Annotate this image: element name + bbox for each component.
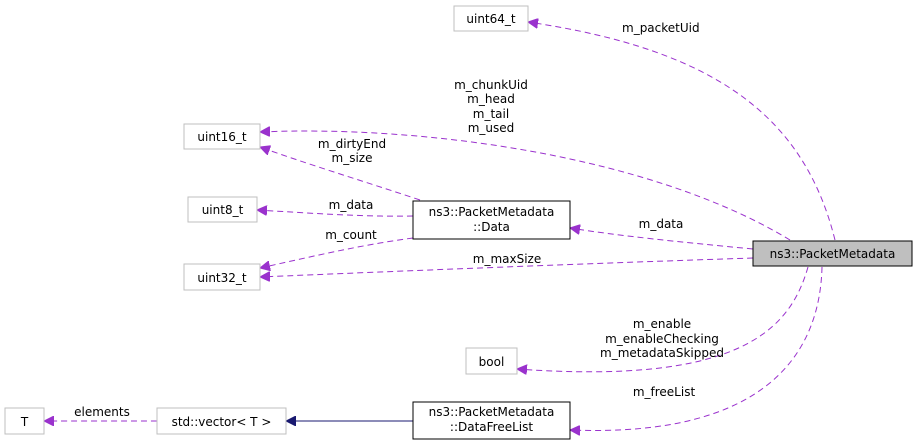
- label-size: m_size: [332, 151, 373, 165]
- node-std-vector[interactable]: std::vector< T >: [156, 407, 287, 435]
- node-packet-metadata-data[interactable]: ns3::PacketMetadata ::Data: [412, 200, 571, 240]
- node-uint32[interactable]: uint32_t: [183, 263, 261, 291]
- edge-enable-flags: [517, 266, 809, 372]
- node-label: T: [20, 415, 29, 429]
- node-label-line1: ns3::PacketMetadata: [429, 205, 555, 219]
- node-t[interactable]: T: [4, 407, 45, 435]
- label-dirty-end: m_dirtyEnd: [318, 137, 386, 151]
- edge-chunk-uid-head-tail-used: [260, 131, 791, 241]
- node-packet-metadata-data-free-list[interactable]: ns3::PacketMetadata ::DataFreeList: [412, 401, 571, 440]
- label-packet-uid: m_packetUid: [622, 21, 700, 35]
- node-label: ns3::PacketMetadata: [770, 247, 896, 261]
- label-head: m_head: [467, 92, 515, 106]
- edge-free-list: [570, 266, 823, 431]
- node-label: std::vector< T >: [172, 415, 272, 429]
- label-count: m_count: [325, 228, 377, 242]
- label-data-main: m_data: [639, 217, 684, 231]
- label-free-list: m_freeList: [633, 385, 696, 399]
- node-label: uint8_t: [202, 203, 244, 217]
- edges: [44, 22, 836, 431]
- label-tail: m_tail: [473, 107, 509, 121]
- label-elements: elements: [74, 405, 130, 419]
- node-label: bool: [479, 355, 505, 369]
- node-label: uint32_t: [197, 271, 247, 285]
- node-label: uint64_t: [466, 12, 516, 26]
- node-uint64[interactable]: uint64_t: [453, 5, 529, 32]
- node-label-line1: ns3::PacketMetadata: [429, 405, 555, 419]
- node-label-line2: ::Data: [473, 220, 510, 234]
- label-data-uint8: m_data: [329, 198, 374, 212]
- label-enable: m_enable: [633, 317, 691, 331]
- label-used: m_used: [468, 121, 515, 135]
- node-bool[interactable]: bool: [465, 347, 518, 375]
- node-label-line2: ::DataFreeList: [450, 420, 533, 434]
- label-max-size: m_maxSize: [473, 252, 541, 266]
- edge-max-size: [260, 257, 754, 277]
- node-label: uint16_t: [197, 130, 247, 144]
- label-enable-checking: m_enableChecking: [605, 332, 719, 346]
- label-metadata-skipped: m_metadataSkipped: [600, 346, 724, 360]
- edge-count: [260, 237, 414, 268]
- node-uint16[interactable]: uint16_t: [183, 123, 261, 150]
- edge-packet-uid: [528, 22, 836, 241]
- node-uint8[interactable]: uint8_t: [187, 196, 258, 223]
- label-chunk-uid: m_chunkUid: [454, 78, 528, 92]
- edge-dirty-end-size: [260, 147, 421, 201]
- edge-data-main: [570, 228, 754, 250]
- edge-labels: m_packetUid m_chunkUid m_head m_tail m_u…: [74, 21, 724, 419]
- node-packet-metadata[interactable]: ns3::PacketMetadata: [752, 240, 913, 267]
